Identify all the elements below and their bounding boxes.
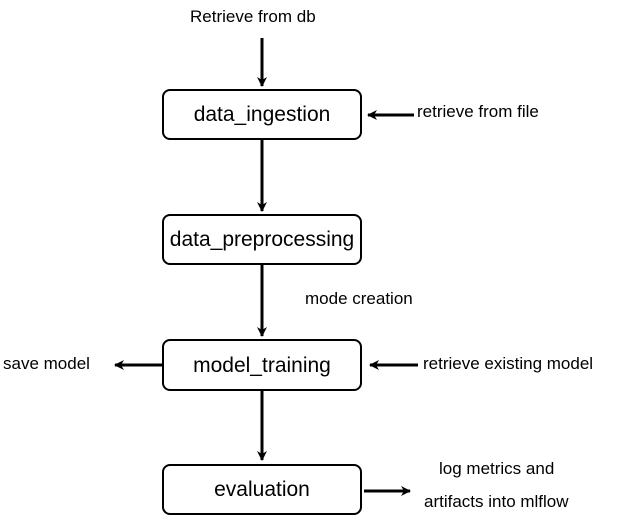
- label-retrieve-from-db: Retrieve from db: [190, 7, 316, 26]
- label-retrieve-from-file: retrieve from file: [417, 102, 539, 121]
- node-data-preprocessing: data_preprocessing: [162, 214, 362, 265]
- label-artifacts-into-mlflow: artifacts into mlflow: [424, 492, 569, 511]
- node-data-ingestion: data_ingestion: [162, 89, 362, 140]
- label-log-metrics: log metrics and: [439, 459, 555, 478]
- label-save-model: save model: [3, 354, 90, 373]
- node-model-training: model_training: [162, 339, 362, 391]
- label-mode-creation: mode creation: [305, 289, 413, 308]
- label-retrieve-existing-model: retrieve existing model: [423, 354, 594, 373]
- node-evaluation: evaluation: [162, 464, 362, 515]
